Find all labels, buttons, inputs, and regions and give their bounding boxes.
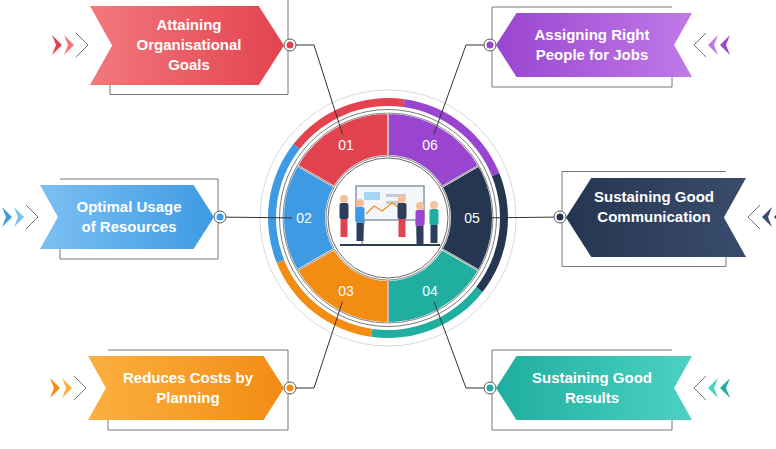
banner-label: Optimal Usage of Resources (70, 197, 188, 238)
leader-line (284, 39, 343, 134)
callout-number: 01 (338, 138, 354, 152)
chevron-outline (26, 205, 38, 229)
banner-shape (88, 356, 284, 420)
chevron-outline (76, 33, 88, 57)
chevron (762, 207, 772, 227)
banner-shape (40, 185, 214, 249)
ring-segment-label: 03 (334, 280, 358, 302)
callout-number: 06 (422, 138, 438, 152)
center-disc (328, 158, 448, 278)
chevron (708, 378, 718, 398)
banner-shape (496, 356, 692, 420)
ring-line (280, 110, 497, 327)
banner-box: Sustaining Good Results (496, 356, 692, 420)
callout-number: 03 (338, 284, 354, 298)
chevron (14, 207, 24, 227)
callout-number: 02 (296, 211, 312, 225)
chevron (52, 35, 62, 55)
ring-segment-label: 05 (460, 207, 484, 229)
chevron (62, 378, 72, 398)
chevron (64, 35, 74, 55)
banner-box: Attaining Organisational Goals (90, 6, 284, 85)
chevron (2, 207, 12, 227)
chevron (720, 378, 730, 398)
banner-box: Optimal Usage of Resources (40, 185, 214, 249)
chevron (50, 378, 60, 398)
ring-segment-label: 04 (418, 280, 442, 302)
chevron-outline (74, 376, 86, 400)
banner-shape (496, 13, 692, 77)
callout-number: 05 (464, 211, 480, 225)
banner-box: Assigning Right People for Jobs (496, 13, 692, 77)
chevron-outline (694, 376, 706, 400)
leader-line (484, 211, 566, 223)
chevron (774, 207, 776, 227)
banner-label: Attaining Organisational Goals (120, 15, 258, 76)
ring-segment-label: 01 (334, 134, 358, 156)
banner-box: Sustaining Good Communication (566, 178, 746, 257)
ring-shadow (260, 90, 516, 346)
leader-line (434, 39, 496, 134)
banner-box: Reduces Costs by Planning (88, 356, 284, 420)
ring-segment-label: 06 (418, 134, 442, 156)
leader-line (434, 302, 496, 394)
banner-label: Sustaining Good Results (522, 368, 662, 409)
chevron (720, 35, 730, 55)
leader-line (214, 211, 292, 223)
chevron-outline (748, 205, 760, 229)
callout-number: 04 (422, 284, 438, 298)
leader-line (284, 302, 342, 394)
chevron-outline (694, 33, 706, 57)
ring-segment-label: 02 (292, 207, 316, 229)
meeting-illustration (340, 186, 441, 245)
banner-label: Reduces Costs by Planning (118, 368, 258, 409)
banner-label: Assigning Right People for Jobs (522, 25, 662, 66)
banner-label: Sustaining Good Communication (592, 187, 716, 228)
chevron (708, 35, 718, 55)
